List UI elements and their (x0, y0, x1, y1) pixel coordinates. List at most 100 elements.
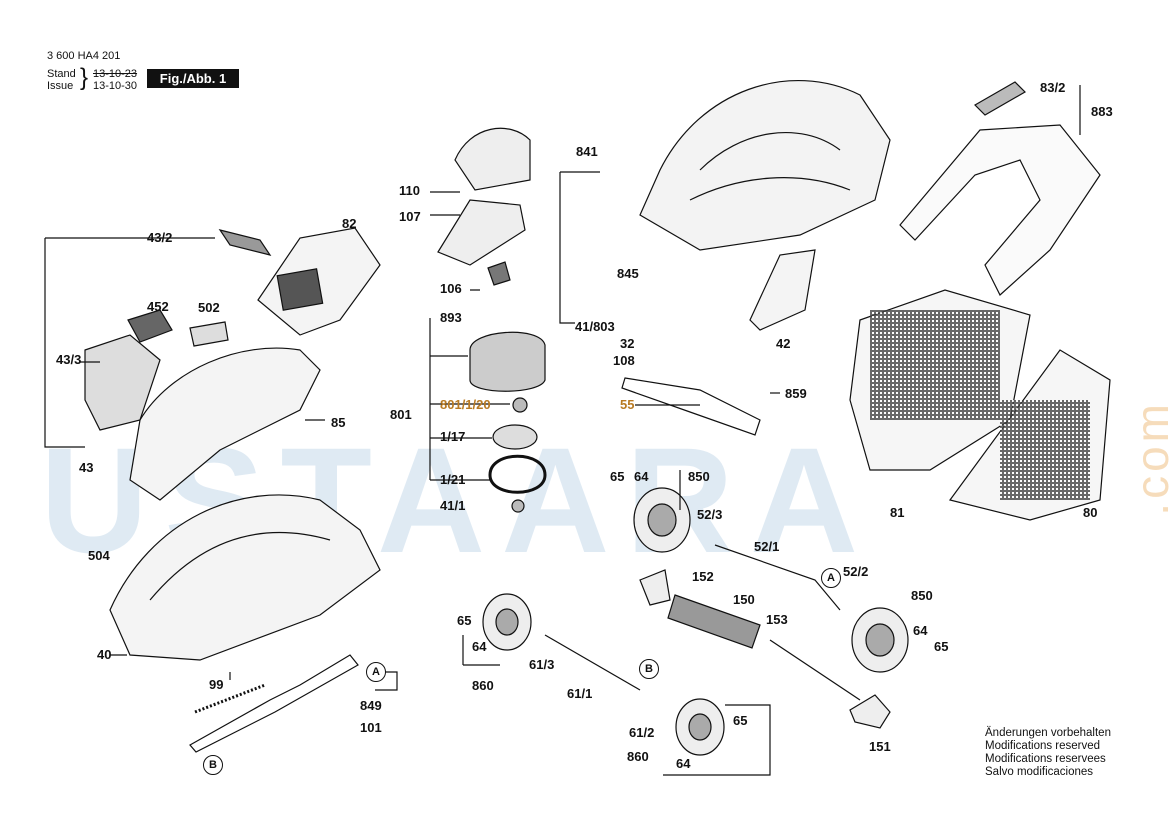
housing-841 (639, 80, 891, 251)
callout-860-a: 860 (472, 678, 494, 693)
axle-153 (769, 639, 861, 701)
callout-61-2: 61/2 (629, 725, 655, 740)
part-106 (487, 261, 511, 286)
wheel-860-a (482, 593, 532, 651)
callout-85: 85 (331, 415, 346, 430)
marker-b: B (203, 755, 223, 775)
callout-801: 801 (390, 407, 412, 422)
axle-61-1 (544, 634, 641, 691)
spring-99 (194, 683, 266, 714)
label-502 (189, 321, 229, 347)
wheel-850-a (633, 487, 691, 553)
part-107 (437, 199, 526, 266)
callout-40: 40 (97, 647, 112, 662)
callout-64-d: 64 (676, 756, 691, 771)
callout-52-1: 52/1 (754, 539, 780, 554)
blade-55 (621, 377, 761, 436)
callout-110: 110 (399, 183, 420, 198)
callout-64-c: 64 (472, 639, 487, 654)
callout-80: 80 (1083, 505, 1098, 520)
callout-55: 55 (620, 397, 635, 412)
callout-41-803: 41/803 (575, 319, 615, 334)
callout-850-b: 850 (911, 588, 933, 603)
roller-150 (667, 594, 761, 649)
marker-b: B (639, 659, 659, 679)
callout-61-3: 61/3 (529, 657, 555, 672)
callout-82: 82 (342, 216, 357, 231)
callout-151: 151 (869, 739, 891, 754)
callout-64-b: 64 (913, 623, 928, 638)
note-fr: Modifications reservees (985, 753, 1106, 765)
wheel-860-b (675, 698, 725, 756)
wheel-850-b (851, 607, 909, 673)
callout-1-17: 1/17 (440, 429, 466, 444)
callout-99: 99 (209, 677, 224, 692)
issue-date: 13-10-30 (93, 80, 138, 92)
part-151 (849, 694, 891, 729)
callout-65-c: 65 (457, 613, 472, 628)
modification-notes: Änderungen vorbehalten Modifications res… (985, 727, 1111, 779)
callout-52-3: 52/3 (697, 507, 723, 522)
pulley-1-17 (492, 424, 538, 450)
callout-108: 108 (613, 353, 635, 368)
callout-1-21: 1/21 (440, 472, 466, 487)
belt-1-21 (488, 454, 547, 494)
callout-41-1: 41/1 (440, 498, 466, 513)
callout-893: 893 (440, 310, 462, 325)
callout-43-3: 43/3 (56, 352, 82, 367)
stand-date: 13-10-23 (93, 68, 138, 80)
header-brace: } (80, 64, 89, 91)
marker-a: A (366, 662, 386, 682)
callout-61-1: 61/1 (567, 686, 593, 701)
callout-452: 452 (147, 299, 169, 314)
callout-107: 107 (399, 209, 421, 224)
callout-502: 502 (198, 300, 220, 315)
marker-a: A (821, 568, 841, 588)
callout-150: 150 (733, 592, 755, 607)
callout-65-b: 65 (934, 639, 949, 654)
handle-grip-83-2 (974, 81, 1026, 116)
callout-43: 43 (79, 460, 94, 475)
callout-841: 841 (576, 144, 598, 159)
doc-number: 3 600 HA4 201 (47, 50, 121, 62)
callout-101: 101 (360, 720, 382, 735)
callout-81: 81 (890, 505, 905, 520)
callout-860-b: 860 (627, 749, 649, 764)
housing-43 (129, 347, 321, 501)
lever-849 (189, 654, 359, 753)
callout-43-2: 43/2 (147, 230, 173, 245)
callout-850-a: 850 (688, 469, 710, 484)
callout-801-1-20: 801/1/20 (440, 397, 491, 412)
callout-65-a: 65 (610, 469, 625, 484)
callout-52-2: 52/2 (843, 564, 869, 579)
issue-label: Issue (47, 80, 74, 92)
deflector-42 (749, 249, 816, 331)
figure-label: Fig./Abb. 1 (147, 69, 239, 88)
callout-845: 845 (617, 266, 639, 281)
part-110 (454, 127, 531, 191)
callout-153: 153 (766, 612, 788, 627)
motor-893 (469, 331, 546, 392)
callout-64-a: 64 (634, 469, 649, 484)
axle-52-1 (714, 544, 841, 611)
callout-504: 504 (88, 548, 110, 563)
label-452 (127, 309, 173, 343)
note-es: Salvo modificaciones (985, 766, 1094, 778)
callout-65-d: 65 (733, 713, 748, 728)
part-43-2 (218, 229, 272, 256)
note-en: Modifications reserved (985, 740, 1101, 752)
callout-152: 152 (692, 569, 714, 584)
part-41-1 (511, 499, 525, 513)
callout-83-2: 83/2 (1040, 80, 1066, 95)
housing-40 (109, 494, 381, 661)
vent-43-3 (84, 334, 161, 431)
callout-106: 106 (440, 281, 462, 296)
callout-883: 883 (1091, 104, 1113, 119)
callout-849: 849 (360, 698, 382, 713)
stand-label: Stand (47, 68, 76, 80)
handle-883 (899, 124, 1101, 296)
note-de: Änderungen vorbehalten (985, 727, 1111, 739)
callout-859: 859 (785, 386, 807, 401)
callout-32: 32 (620, 336, 635, 351)
